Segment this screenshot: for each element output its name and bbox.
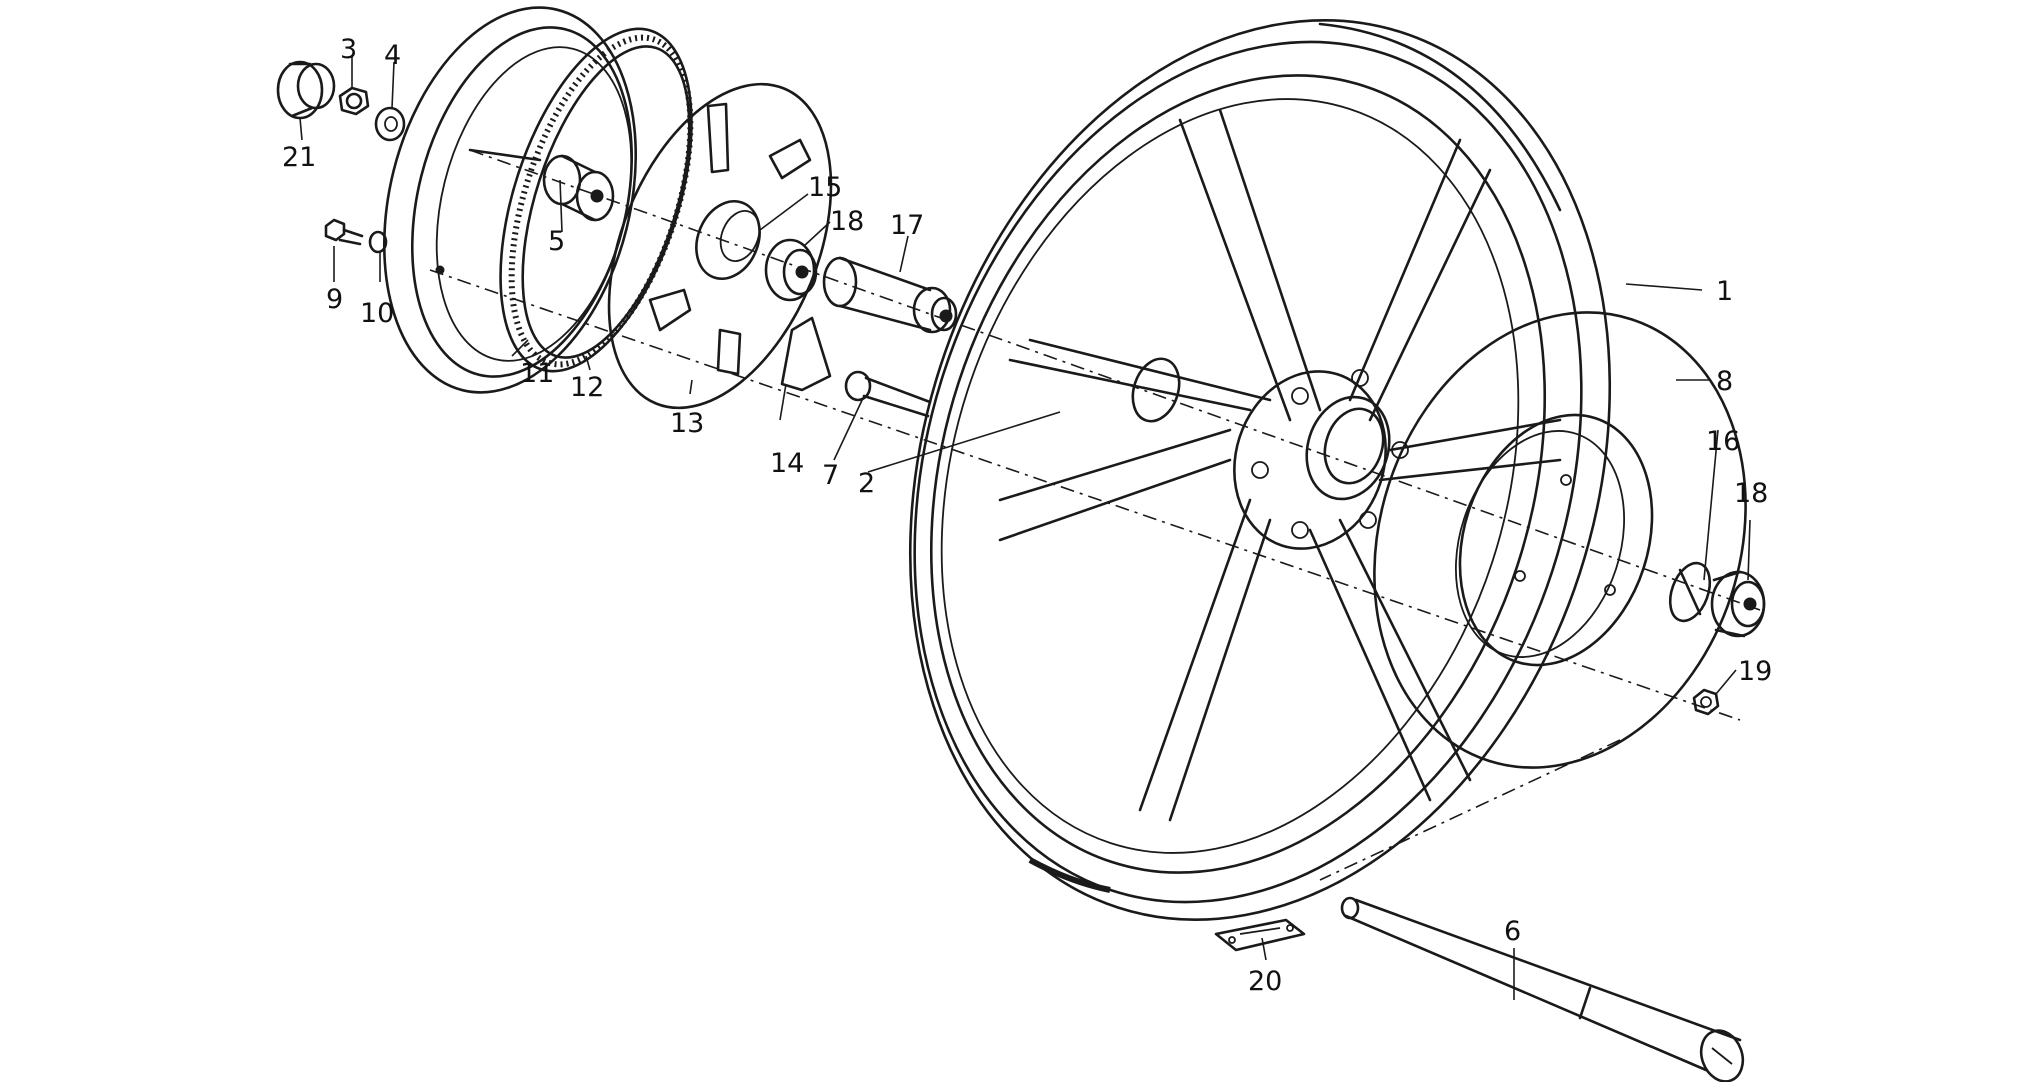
leader-lines — [299, 56, 1751, 1000]
wheel-hub — [1131, 357, 1409, 550]
part-16-seal — [1668, 561, 1712, 623]
callout-11: 11 — [520, 358, 554, 389]
part-18-bearing-right — [1710, 570, 1766, 638]
part-20-plate — [1214, 918, 1306, 952]
part-21-cap — [276, 60, 336, 120]
callout-4: 4 — [384, 40, 401, 71]
callout-7: 7 — [822, 460, 839, 491]
part-8-brake-disc — [1373, 311, 1747, 769]
part-13-cover-disc — [607, 82, 833, 410]
callout-20: 20 — [1248, 966, 1282, 997]
callout-15: 15 — [808, 172, 842, 203]
callout-16: 16 — [1706, 426, 1740, 457]
callout-14: 14 — [770, 448, 804, 479]
part-7-bolt — [844, 370, 932, 418]
wheel-spokes — [998, 108, 1562, 822]
callout-1: 1 — [1716, 276, 1733, 307]
callout-17: 17 — [890, 210, 924, 241]
part-4-washer — [374, 106, 406, 142]
callout-13: 13 — [670, 408, 704, 439]
callout-18-right: 18 — [1734, 478, 1768, 509]
part-11-brake-plate — [382, 6, 638, 394]
callout-8: 8 — [1716, 366, 1733, 397]
part-12-brake-lining — [499, 27, 694, 373]
part-5-spacer — [542, 154, 615, 222]
callout-5: 5 — [548, 226, 565, 257]
callout-10: 10 — [360, 298, 394, 329]
callout-9: 9 — [326, 284, 343, 315]
callout-18: 18 — [830, 206, 864, 237]
axis-lines — [429, 149, 1761, 881]
part-10-washer — [368, 230, 388, 254]
part-14-wedge — [780, 316, 832, 392]
callout-6: 6 — [1504, 916, 1521, 947]
callout-19: 19 — [1738, 656, 1772, 687]
callout-3: 3 — [340, 34, 357, 65]
part-9-bolt — [324, 218, 364, 246]
callout-2: 2 — [858, 468, 875, 499]
part-3-nut — [338, 86, 370, 116]
part-1-wheel-rim — [908, 19, 1612, 921]
callout-12: 12 — [570, 372, 604, 403]
part-19-nut — [1692, 688, 1720, 716]
part-17-spacer-tube — [822, 256, 958, 334]
part-6-axle — [1340, 896, 1745, 1082]
part-18-bearing — [764, 238, 818, 302]
callout-21: 21 — [282, 142, 316, 173]
callout-labels: 1 2 3 4 5 6 7 8 9 10 11 12 13 14 15 16 1… — [282, 34, 1772, 997]
